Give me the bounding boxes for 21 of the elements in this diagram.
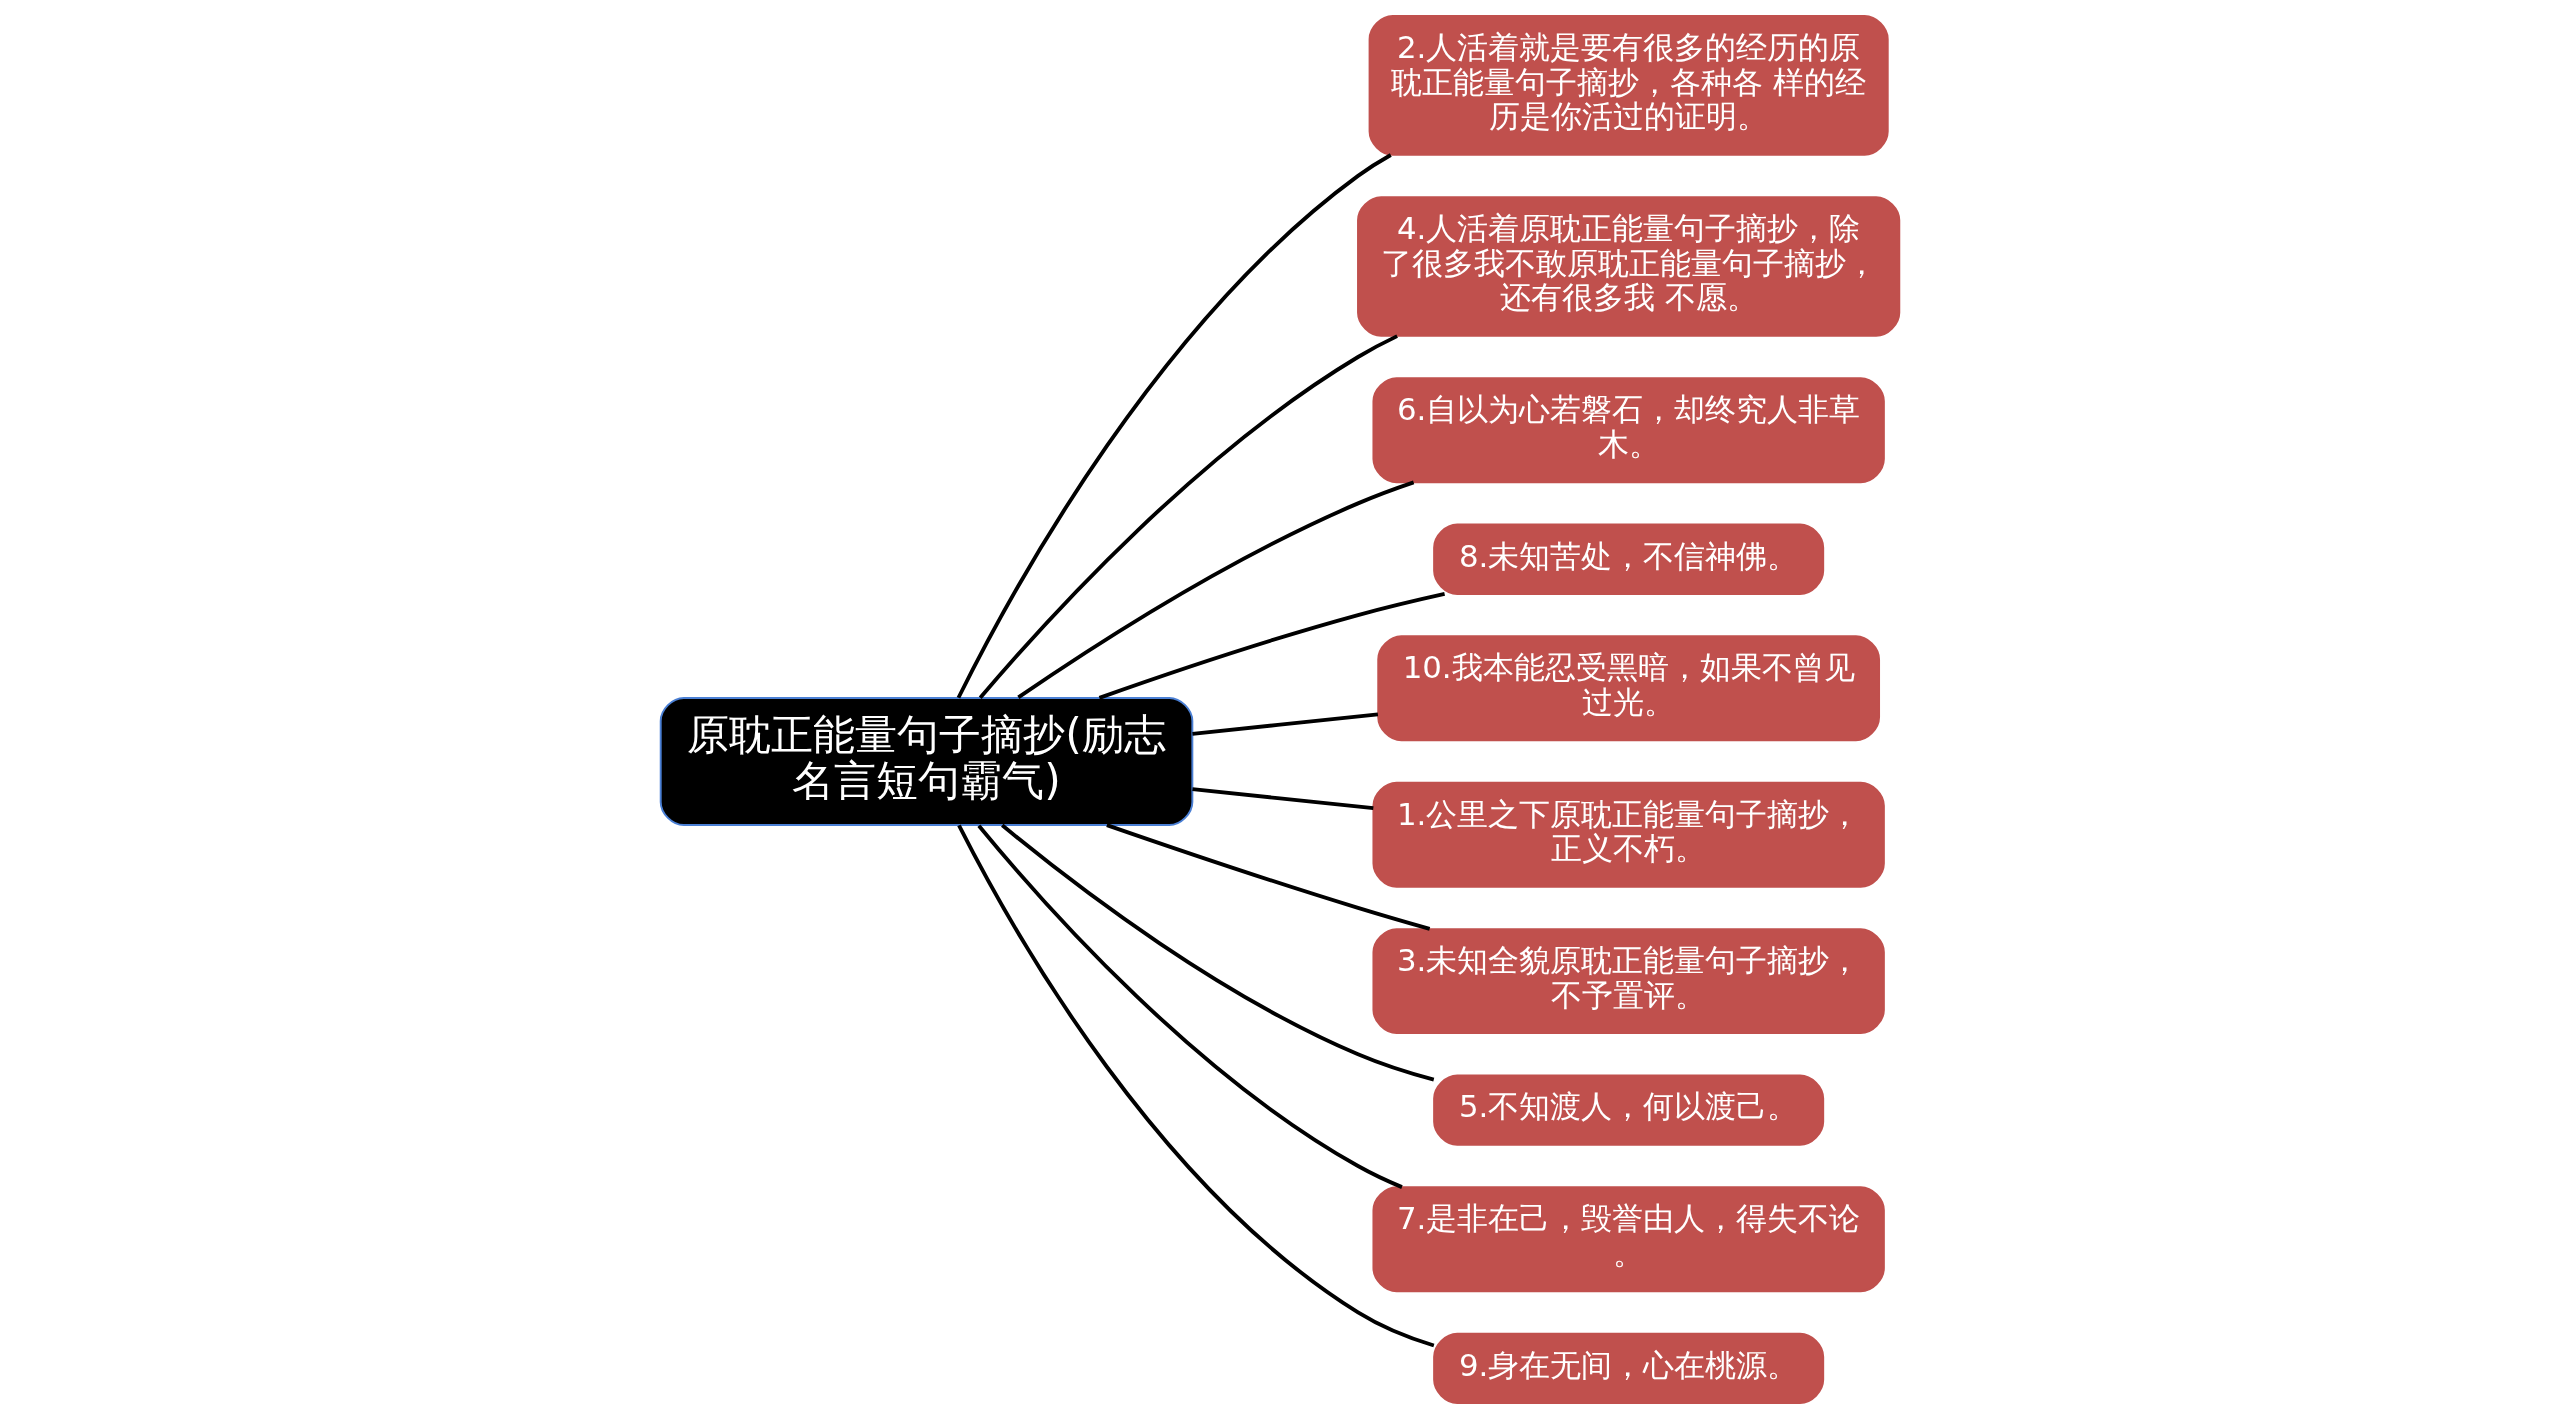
node-box: 7.是非在己，毁誉由人，得失不论。 (1372, 1186, 1885, 1293)
connector (1106, 823, 1431, 931)
node-box: 10.我本能忍受黑暗，如果不曾见过光。 (1377, 635, 1881, 742)
node-box: 8.未知苦处，不信神佛。 (1433, 523, 1825, 595)
node-box: 6.自以为心若磐石，却终究人非草木。 (1372, 377, 1885, 484)
node-box: 9.身在无间，心在桃源。 (1433, 1332, 1825, 1404)
connector (956, 153, 1392, 699)
connector (977, 824, 1403, 1189)
node-box: 3.未知全貌原耽正能量句子摘抄，不予置评。 (1372, 928, 1885, 1035)
connector (1098, 592, 1446, 700)
connector (1017, 480, 1415, 699)
connector (978, 334, 1398, 700)
connector (957, 824, 1435, 1348)
connector (1001, 823, 1435, 1082)
connector (1192, 712, 1379, 736)
node-box: 原耽正能量句子摘抄(励志名言短句霸气) (659, 696, 1194, 827)
node-box: 2.人活着就是要有很多的经历的原耽正能量句子摘抄，各种各 样的经历是你活过的证明。 (1368, 15, 1889, 156)
node-box: 4.人活着原耽正能量句子摘抄，除了很多我不敢原耽正能量句子摘抄，还有很多我 不愿。 (1357, 196, 1901, 337)
node-box: 1.公里之下原耽正能量句子摘抄，正义不朽。 (1372, 781, 1885, 888)
node-box: 5.不知渡人，何以渡己。 (1433, 1074, 1825, 1146)
connector (1192, 787, 1374, 811)
